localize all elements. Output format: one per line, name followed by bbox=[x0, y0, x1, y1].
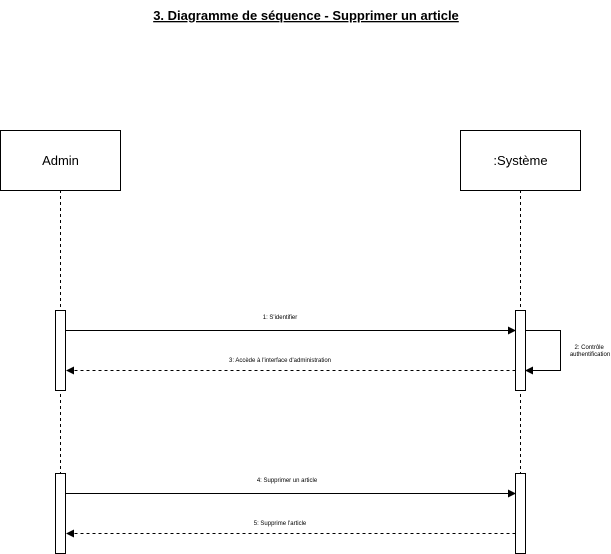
message-1-label: 1: S'identifier bbox=[263, 315, 298, 321]
message-1: 1: S'identifier bbox=[65, 315, 516, 335]
diagram-title: 3. Diagramme de séquence - Supprimer un … bbox=[153, 8, 459, 23]
admin-actor: Admin bbox=[0, 130, 121, 191]
admin-activation-2 bbox=[55, 473, 66, 554]
system-actor-label: :Système bbox=[493, 153, 547, 168]
admin-actor-label: Admin bbox=[42, 153, 79, 168]
message-2: 2: Contrôle authentification bbox=[525, 330, 610, 375]
message-2-label-line-1: 2: Contrôle bbox=[574, 345, 604, 351]
system-actor-box bbox=[460, 130, 581, 191]
message-5-arrowhead bbox=[66, 529, 74, 538]
message-2-label: 2: Contrôle authentification bbox=[570, 345, 610, 358]
message-4: 4: Supprimer un article bbox=[65, 478, 516, 498]
message-3-arrowhead bbox=[66, 366, 74, 375]
message-5-label: 5: Supprime l'article bbox=[254, 521, 307, 527]
admin-activation-1 bbox=[55, 310, 66, 391]
message-2-label-line-2: authentification bbox=[570, 352, 610, 358]
message-5: 5: Supprime l'article bbox=[66, 521, 516, 538]
system-activation-2 bbox=[515, 473, 526, 554]
message-3: 3: Accède à l'interface d'administration bbox=[66, 358, 516, 375]
message-3-label: 3: Accède à l'interface d'administration bbox=[229, 358, 331, 364]
message-2-arrow bbox=[525, 330, 561, 375]
system-actor: :Système bbox=[460, 130, 581, 191]
system-activation-1 bbox=[515, 310, 526, 391]
admin-actor-box bbox=[0, 130, 121, 191]
message-4-label: 4: Supprimer un article bbox=[257, 478, 318, 484]
